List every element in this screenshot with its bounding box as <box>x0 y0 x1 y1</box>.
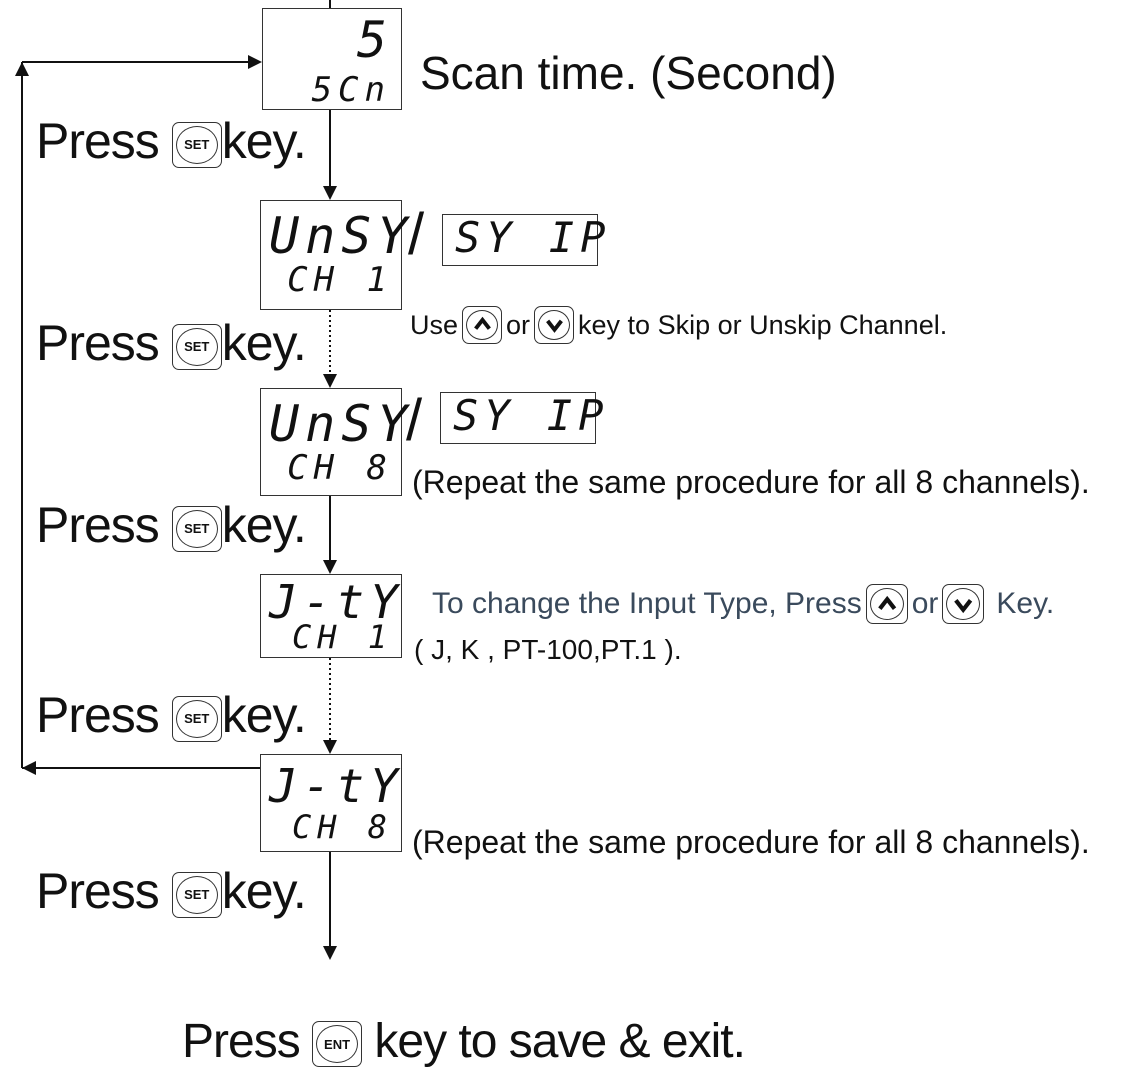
press-word: Press <box>36 113 160 169</box>
display-bottom-code: CH 1 <box>291 618 393 656</box>
or-word: or <box>506 309 531 340</box>
display-top-value: J-tY <box>269 575 404 629</box>
separator-slash: / <box>406 388 423 453</box>
input-type-note: To change the Input Type, Press or Key. <box>432 584 1054 624</box>
up-arrow-icon <box>865 584 908 624</box>
repeat-note: (Repeat the same procedure for all 8 cha… <box>412 824 1090 860</box>
skip-value: SY IP <box>455 213 612 262</box>
display-top-value: UnSY <box>269 395 414 453</box>
set-key-label: SET <box>175 125 218 164</box>
key-word: key. <box>221 315 307 371</box>
display-top-value: 5 <box>356 11 393 69</box>
key-word: key. <box>221 497 307 553</box>
display-input-type-ch1: J-tY CH 1 <box>260 574 402 658</box>
display-bottom-code: CH 8 <box>291 808 393 846</box>
display-scan-time: 5 5Cn <box>262 8 402 110</box>
up-arrow-icon <box>462 306 503 344</box>
display-skip-alt: SY IP <box>442 214 605 266</box>
display-bottom-code: CH 1 <box>287 260 393 300</box>
skip-note: key to Skip or Unskip Channel. <box>578 309 948 340</box>
set-key-icon: SET <box>171 121 222 168</box>
use-arrows-note: Use or key to Skip or Unskip Channel. <box>410 306 947 344</box>
display-unskip-ch1: UnSY CH 1 <box>260 200 407 310</box>
display-input-type-ch8: J-tY CH 8 <box>260 754 402 852</box>
set-key-label: SET <box>175 699 218 738</box>
key-word: key. <box>221 687 307 743</box>
save-exit-text: key to save & exit. <box>374 1015 746 1068</box>
set-key-icon: SET <box>171 695 222 742</box>
loop-left-arrow <box>22 761 36 775</box>
use-word: Use <box>410 309 459 340</box>
press-word: Press <box>36 497 160 553</box>
key-word: Key. <box>996 587 1055 620</box>
display-unskip-ch8: UnSY CH 8 <box>260 388 407 496</box>
display-bottom-code: 5Cn <box>311 70 391 110</box>
ent-key-icon: ENT <box>312 1021 363 1068</box>
set-key-icon: SET <box>171 323 222 370</box>
set-key-icon: SET <box>171 871 222 918</box>
display-bottom-code: CH 8 <box>287 448 393 488</box>
ent-key-label: ENT <box>316 1025 359 1064</box>
down-arrow-icon <box>534 306 575 344</box>
press-word: Press <box>36 315 160 371</box>
or-word: or <box>911 587 939 620</box>
skip-value: SY IP <box>453 391 610 440</box>
press-word: Press <box>182 1015 301 1068</box>
display-top-value: UnSY <box>269 207 414 265</box>
key-word: key. <box>221 113 307 169</box>
set-key-icon: SET <box>171 505 222 552</box>
set-key-label: SET <box>175 327 218 366</box>
final-ent-step: Press ENT key to save & exit. <box>182 1015 746 1068</box>
set-key-label: SET <box>175 509 218 548</box>
set-key-label: SET <box>175 875 218 914</box>
scan-time-label: Scan time. (Second) <box>420 47 837 99</box>
press-word: Press <box>36 863 160 919</box>
key-word: key. <box>221 863 307 919</box>
display-skip-alt: SY IP <box>440 392 603 444</box>
input-type-text: To change the Input Type, Press <box>432 587 862 620</box>
display-top-value: J-tY <box>269 759 404 813</box>
repeat-note: (Repeat the same procedure for all 8 cha… <box>412 464 1090 500</box>
press-word: Press <box>36 687 160 743</box>
down-arrow-icon <box>942 584 985 624</box>
separator-slash: / <box>408 202 425 267</box>
input-types-list: ( J, K , PT-100,PT.1 ). <box>414 634 682 665</box>
